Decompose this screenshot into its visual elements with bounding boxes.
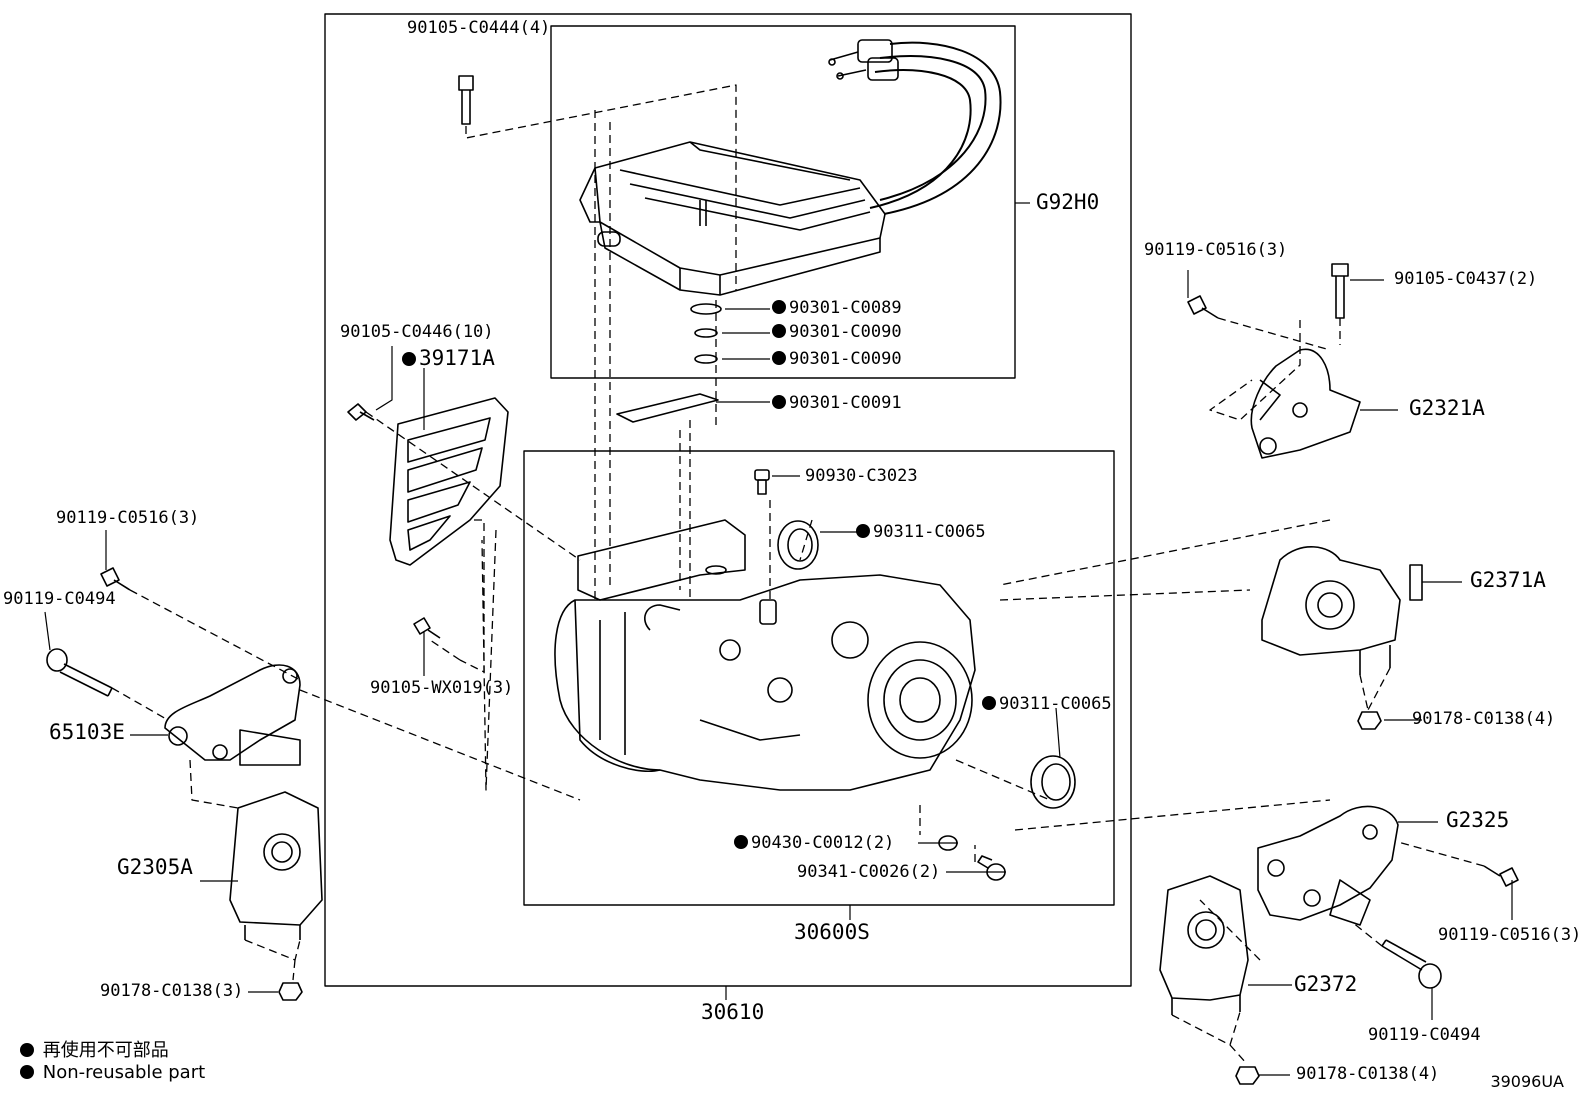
label-bolt-90119-c0516-upper: 90119-C0516(3) (1144, 240, 1288, 260)
label-bolt-90119-c0516-lower: 90119-C0516(3) (1438, 925, 1582, 945)
label-mount-g2305a: G2305A (117, 855, 193, 879)
mount-g2305a (229, 791, 323, 940)
oring-1 (690, 303, 722, 315)
oring-3 (694, 354, 718, 364)
label-mount-g2371a: G2371A (1470, 568, 1546, 592)
nut-90178-c0138-bottom (1235, 1066, 1260, 1085)
label-bolt-90105-c0446: 90105-C0446(10) (340, 322, 494, 342)
oring-2 (694, 328, 718, 338)
oil-seal-lower (1030, 755, 1076, 809)
label-cover-39171a: 39171A (402, 348, 495, 369)
label-bolt-90119-c0516-left: 90119-C0516(3) (56, 508, 200, 528)
inverter-drawing (579, 39, 1002, 296)
label-assembly-30610: 30610 (701, 1000, 765, 1024)
bolt-90105-c0446 (347, 403, 375, 421)
nut-90178-c0138-left (278, 982, 303, 1001)
oil-seal-upper (777, 520, 819, 570)
label-bolt-90119-c0494-left: 90119-C0494 (3, 589, 116, 609)
non-reusable-dot (772, 300, 786, 314)
gasket-ring (616, 393, 719, 423)
leader-lines (44, 202, 1513, 1076)
legend-english: Non-reusable part (20, 1062, 205, 1083)
bracket-g2321a (1250, 348, 1361, 459)
bolt-90105-c0437 (1331, 263, 1349, 319)
label-nut-90178-c0138-left: 90178-C0138(3) (100, 981, 244, 1001)
label-bolt-90119-c0494-right: 90119-C0494 (1368, 1025, 1481, 1045)
label-bracket-g2325: G2325 (1446, 808, 1510, 832)
bolt-90119-c0516-lower (1483, 865, 1519, 887)
non-reusable-dot (772, 324, 786, 338)
bolt-90119-c0494-left (46, 648, 113, 697)
cover-drawing (389, 397, 509, 566)
label-gasket-90430-c0012: 90430-C0012(2) (734, 833, 894, 853)
label-nut-90178-c0138-right: 90178-C0138(4) (1412, 709, 1556, 729)
bolt-90119-c0516-upper (1187, 295, 1219, 319)
assembly-30610-frame (324, 13, 1132, 987)
label-oring-90301-c0090-a: 90301-C0090 (772, 322, 902, 342)
label-bracket-65103e: 65103E (49, 720, 125, 744)
guide-lines (111, 84, 1485, 1065)
label-oring-90301-c0089: 90301-C0089 (772, 298, 902, 318)
mount-g2372 (1159, 875, 1249, 1015)
bracket-65103e (164, 664, 301, 766)
label-bolt-90105-c0444: 90105-C0444(4) (407, 18, 551, 38)
mount-g2371a (1261, 546, 1423, 675)
label-mount-g2372: G2372 (1294, 972, 1358, 996)
label-assembly-30600s: 30600S (794, 920, 870, 944)
bolt-90105-wx019 (413, 617, 441, 639)
bracket-g2325 (1257, 805, 1399, 926)
label-bolt-90105-wx019: 90105-WX019(3) (370, 678, 514, 698)
label-seal-90311-c0065-b: 90311-C0065 (982, 694, 1112, 714)
bolt-90119-c0494-right (1381, 939, 1442, 989)
label-seal-90311-c0065-a: 90311-C0065 (856, 522, 986, 542)
inverter-frame (550, 25, 1016, 379)
legend-japanese: 再使用不可部品 (20, 1036, 169, 1062)
figure-code: 39096UA (1490, 1072, 1564, 1091)
label-oring-90301-c0090-b: 90301-C0090 (772, 349, 902, 369)
label-nut-90178-c0138-bottom: 90178-C0138(4) (1296, 1064, 1440, 1084)
non-reusable-dot (402, 352, 416, 366)
label-bolt-90105-c0437: 90105-C0437(2) (1394, 269, 1538, 289)
label-bracket-g2321a: G2321A (1409, 396, 1485, 420)
non-reusable-dot (772, 351, 786, 365)
label-plug-90341-c0026: 90341-C0026(2) (797, 862, 941, 882)
label-inverter-g92h0: G92H0 (1036, 190, 1100, 214)
non-reusable-dot (772, 395, 786, 409)
legend-dot (20, 1065, 34, 1079)
label-gasket-90301-c0091: 90301-C0091 (772, 393, 902, 413)
non-reusable-dot (734, 835, 748, 849)
non-reusable-dot (856, 524, 870, 538)
assembly-30600S-frame (523, 450, 1115, 906)
non-reusable-dot (982, 696, 996, 710)
plug-90341 (977, 855, 1006, 881)
legend-dot (20, 1043, 34, 1057)
label-plug-90930-c3023: 90930-C3023 (805, 466, 918, 486)
nut-90178-c0138-right (1357, 711, 1382, 730)
bolt-90119-c0516-left (100, 567, 131, 591)
plug-90930 (754, 469, 770, 495)
transaxle-drawing (554, 519, 976, 791)
bolt-90105-c0444 (458, 75, 474, 125)
